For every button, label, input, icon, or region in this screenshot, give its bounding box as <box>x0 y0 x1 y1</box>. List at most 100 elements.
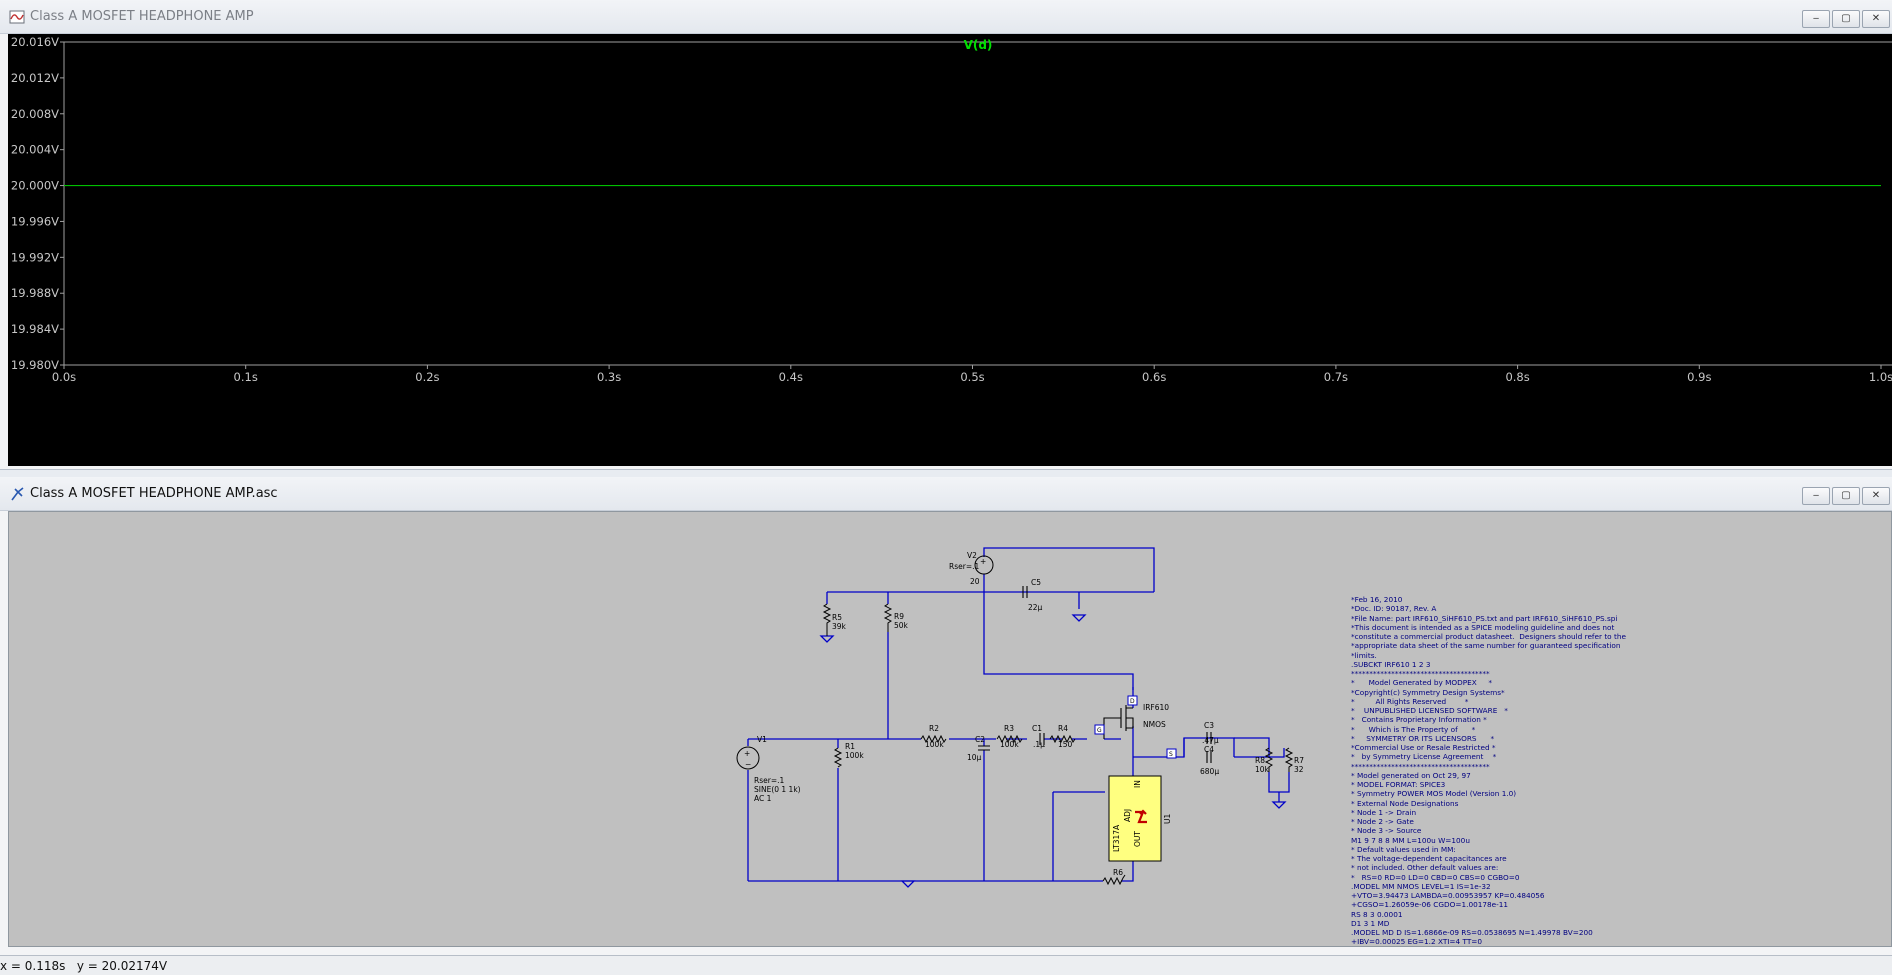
ground-icon <box>900 880 916 888</box>
x-tick-label: 0.2s <box>415 370 439 384</box>
resistor-r4 <box>1049 734 1076 744</box>
spice-line: * not included. Other default values are… <box>1351 863 1499 873</box>
spice-line: * Node 2 -> Gate <box>1351 817 1414 826</box>
resistor-r6 <box>1102 874 1126 886</box>
r3-value: 100k <box>1000 740 1019 749</box>
spice-line: RS 8 3 0.0001 <box>1351 909 1403 919</box>
x-tick-label: 0.8s <box>1505 370 1529 384</box>
spice-line: * Node 1 -> Drain <box>1351 807 1417 817</box>
spice-line: *appropriate data sheet of the same numb… <box>1351 641 1621 651</box>
source-v2-plus: + <box>980 557 986 566</box>
resistor-r2 <box>920 734 947 744</box>
source-v1-icon <box>736 746 760 770</box>
spice-line: * Model Generated by MODPEX * <box>1351 678 1493 688</box>
ground-icon <box>819 635 835 643</box>
waveform-maximize-button[interactable]: ▢ <box>1832 10 1860 28</box>
spice-line: * Model generated on Oct 29, 97 <box>1351 770 1471 780</box>
voltage-sources: + + − <box>736 555 994 770</box>
waveform-window-title: Class A MOSFET HEADPHONE AMP <box>30 9 254 24</box>
wires <box>747 547 1290 882</box>
r8-label: R8 <box>1255 756 1265 765</box>
spice-line: .MODEL MD D IS=1.6866e-09 RS=0.0538695 N… <box>1351 928 1593 937</box>
spice-line: D1 3 1 MD <box>1351 918 1390 928</box>
regulator-out-pin: OUT <box>1133 831 1142 847</box>
waveform-titlebar[interactable]: Class A MOSFET HEADPHONE AMP ‒ ▢ ✕ <box>0 0 1892 34</box>
r9-value: 50k <box>894 621 909 630</box>
x-tick-label: 0.6s <box>1142 370 1166 384</box>
y-tick-label: 20.000V <box>11 179 59 193</box>
x-tick-label: 0.5s <box>960 370 984 384</box>
x-tick-label: 0.9s <box>1687 370 1711 384</box>
c3-value: .47µ <box>1202 736 1219 745</box>
c4-value: 680µ <box>1200 767 1219 776</box>
spice-line: * by Symmetry License Agreement * <box>1351 752 1497 762</box>
ground-icon <box>1071 614 1087 622</box>
linear-logo-icon <box>1135 809 1147 824</box>
cursor-readout: x = 0.118s y = 20.02174V <box>0 959 168 973</box>
v2-label: V2 <box>967 551 977 560</box>
spice-line: +CGSO=1.26059e-06 CGDO=1.00178e-11 <box>1351 900 1509 910</box>
wire <box>983 592 1134 690</box>
r6-label: R6 <box>1113 868 1123 877</box>
y-tick-label: 19.984V <box>11 322 59 336</box>
net-flag-s <box>1166 748 1177 759</box>
resistor-r1 <box>833 747 843 768</box>
mosfet-model: IRF610 <box>1143 703 1169 712</box>
regulator-adj-pin: ADJ <box>1123 809 1132 822</box>
r7-label: R7 <box>1294 756 1304 765</box>
schematic-canvas[interactable]: + + − D G S LT317A ADJ <box>8 511 1892 947</box>
spice-line: * UNPUBLISHED LICENSED SOFTWARE * <box>1351 706 1508 715</box>
spice-line: * The voltage-dependent capacitances are <box>1351 854 1507 863</box>
status-bar: x = 0.118s y = 20.02174V <box>0 955 1892 975</box>
spice-line: * Symmetry POWER MOS Model (Version 1.0) <box>1351 789 1517 799</box>
r4-value: 150 <box>1058 740 1073 749</box>
y-tick-label: 20.008V <box>11 107 59 121</box>
spice-model-text: *Feb 16, 2010*Doc. ID: 90187, Rev. A*Fil… <box>1351 595 1871 948</box>
x-tick-label: 0.1s <box>234 370 258 384</box>
spice-line: * Which is The Property of * <box>1351 724 1476 734</box>
regulator-part-label: LT317A <box>1112 824 1121 852</box>
spice-line: ************************************** <box>1351 761 1490 771</box>
r1-value: 100k <box>845 751 864 760</box>
source-v1-plus: + <box>744 749 750 758</box>
capacitor-c4 <box>1206 751 1212 763</box>
spice-line: +VTO=3.94473 LAMBDA=0.00953957 KP=0.4840… <box>1351 891 1545 900</box>
y-tick-label: 19.988V <box>11 286 59 300</box>
waveform-close-button[interactable]: ✕ <box>1862 10 1890 28</box>
wire <box>1234 737 1270 748</box>
resistor-r3 <box>996 734 1023 744</box>
capacitor-c2 <box>978 745 990 751</box>
v2-value: 20 <box>970 577 980 586</box>
schematic-minimize-button[interactable]: ‒ <box>1802 487 1830 505</box>
c2-value: 10µ <box>967 753 982 762</box>
capacitor-c5 <box>1022 586 1028 598</box>
y-tick-label: 19.996V <box>11 214 59 228</box>
spice-line: *limits. <box>1351 650 1377 660</box>
schematic-maximize-button[interactable]: ▢ <box>1832 487 1860 505</box>
schematic-drawing[interactable]: + + − D G S LT317A ADJ <box>9 512 1892 947</box>
schematic-window: Class A MOSFET HEADPHONE AMP.asc ‒ ▢ ✕ <box>0 477 1892 955</box>
spice-line: * SYMMETRY OR ITS LICENSORS * <box>1351 733 1495 743</box>
resistor-r8 <box>1264 747 1274 772</box>
c5-value: 22µ <box>1028 603 1043 612</box>
r9-label: R9 <box>894 612 904 621</box>
ground-icon <box>1271 801 1287 809</box>
spice-line: * RS=0 RD=0 LD=0 CBD=0 CBS=0 CGBO=0 <box>1351 872 1520 882</box>
spice-line: +CJO=1.59879e-10 VJ=2.42435 M=0.605977 F… <box>1351 947 1871 948</box>
waveform-plot[interactable]: V(d)20.016V20.012V20.008V20.004V20.000V1… <box>8 34 1892 466</box>
y-tick-label: 20.016V <box>11 35 59 49</box>
schematic-close-button[interactable]: ✕ <box>1862 487 1890 505</box>
resistor-r5 <box>822 603 832 636</box>
waveform-minimize-button[interactable]: ‒ <box>1802 10 1830 28</box>
wire <box>826 592 889 604</box>
spice-line: .MODEL MM NMOS LEVEL=1 IS=1e-32 <box>1351 881 1491 891</box>
r2-label: R2 <box>929 724 939 733</box>
spice-line: *Commercial Use or Resale Restricted * <box>1351 743 1496 752</box>
wire <box>1052 791 1105 881</box>
spice-line: * All Rights Reserved * <box>1351 696 1469 706</box>
c4-label: C4 <box>1204 745 1214 754</box>
schematic-titlebar[interactable]: Class A MOSFET HEADPHONE AMP.asc ‒ ▢ ✕ <box>0 477 1892 511</box>
v1-ac: AC 1 <box>754 794 772 803</box>
capacitors <box>978 586 1212 763</box>
